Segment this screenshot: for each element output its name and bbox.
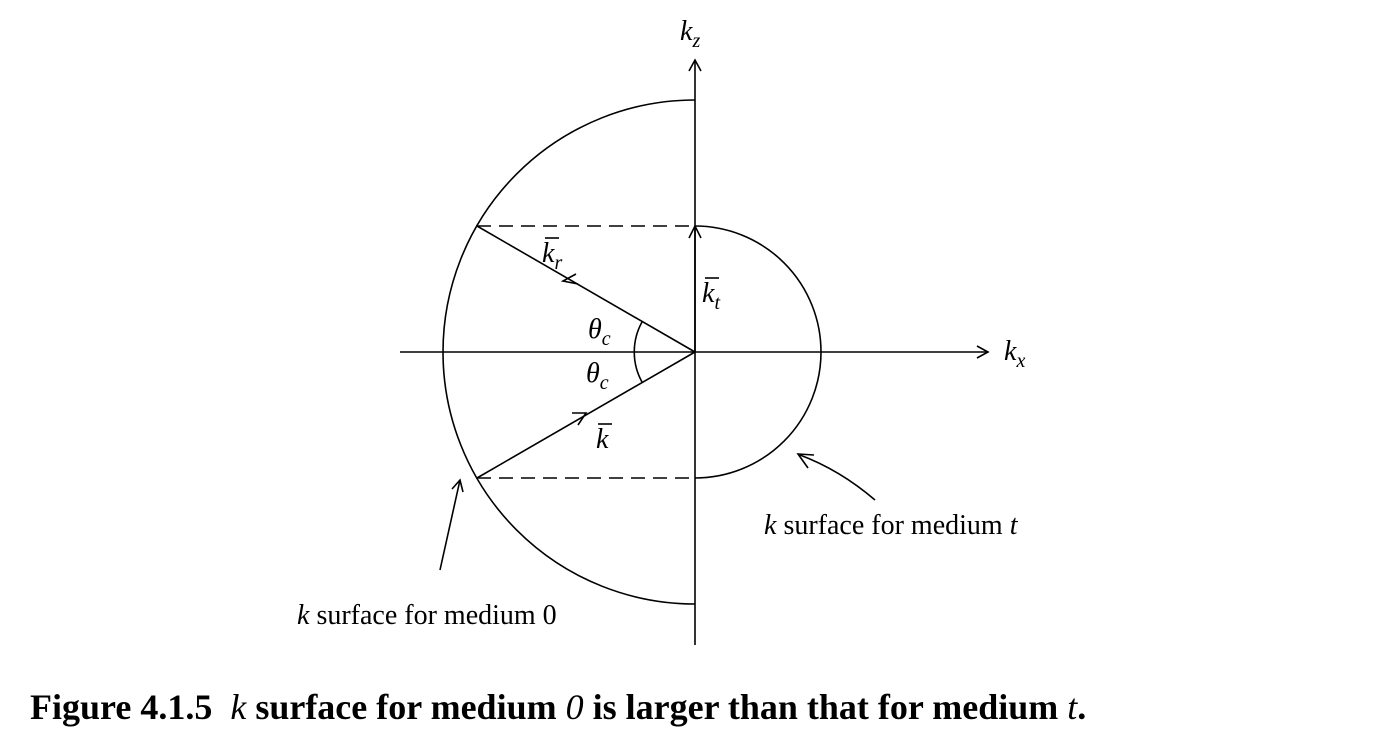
k-incident-arrowhead	[572, 412, 588, 426]
caption-end: .	[1077, 687, 1087, 727]
medium-0-pointer	[439, 479, 461, 571]
caption-t: t	[1067, 687, 1078, 727]
k-r-arrowhead	[560, 273, 579, 285]
k-r-label: kr	[542, 238, 562, 274]
k-surface-medium-0	[442, 99, 696, 605]
k-t-arrowhead	[688, 224, 702, 239]
medium-t-pointer-head	[796, 453, 815, 469]
medium-0-pointer-head	[451, 478, 464, 493]
theta-c-arc	[633, 321, 643, 383]
theta-c-upper-label: θc	[588, 314, 611, 350]
k-r-vector	[476, 225, 696, 353]
caption-k: k	[230, 687, 247, 727]
medium-0-annotation: k surface for medium 0	[297, 600, 557, 631]
k-surface-medium-t	[694, 225, 822, 479]
theta-c-lower-label: θc	[586, 358, 609, 394]
figure-caption: Figure 4.1.5 k surface for medium 0 is l…	[30, 686, 1360, 728]
k-label: k	[596, 424, 609, 455]
kz-axis-label: kz	[680, 16, 700, 52]
medium-t-pointer	[799, 454, 876, 501]
caption-zero: 0	[565, 687, 584, 727]
caption-prefix: Figure 4.1.5	[30, 687, 213, 727]
caption-rest: is larger than that for medium	[592, 687, 1059, 727]
kx-axis-label: kx	[1004, 336, 1025, 372]
k-incident-vector	[476, 351, 696, 479]
medium-t-annotation: k surface for medium t	[764, 510, 1019, 541]
k-t-label: kt	[702, 278, 720, 314]
caption-middle: surface for medium	[255, 687, 557, 727]
k-surface-diagram: kz kx kr kt k θc θc k surface for medium…	[297, 16, 1025, 645]
